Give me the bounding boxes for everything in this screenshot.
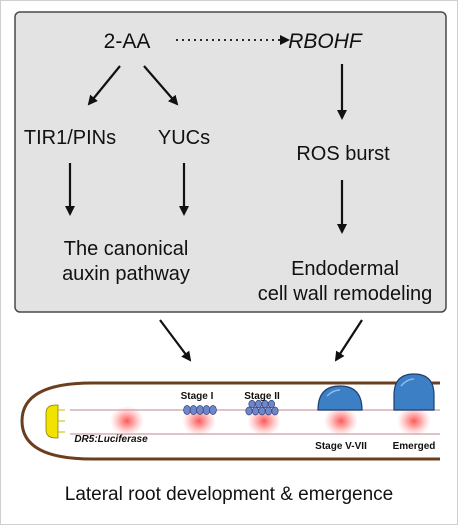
arrow-to-left-branch [87,65,121,106]
root-tip [45,404,59,439]
stage-v-vii-label: Stage V-VII [315,441,367,452]
remodel-label-line1: Endodermal [291,258,399,280]
root-outline [20,381,440,461]
gene-label: RBOHF [288,30,363,53]
signal-spot-4 [324,406,358,436]
source-label: 2-AA [104,30,151,53]
left-branch-label: TIR1/PINs [24,127,116,149]
ros-label: ROS burst [296,143,390,165]
emerged-label: Emerged [393,441,436,452]
stage-i-primordium [183,405,217,415]
signal-spot-1 [110,406,144,436]
arrow-to-right-branch [143,65,179,106]
right-branch-label: YUCs [158,127,210,149]
pathway-box [14,11,447,313]
arrow-auxin-to-root [159,319,192,362]
stage-v-vii-primordium [317,385,363,411]
root-illustration [20,373,440,461]
figure-caption: Lateral root development & emergence [64,484,394,505]
stage-ii-primordium [245,400,279,416]
arrow-remodel-to-root [334,319,363,362]
remodel-label-line2: cell wall remodeling [258,283,433,305]
stage-i-label: Stage I [181,391,214,402]
stage-ii-label: Stage II [244,391,280,402]
auxin-label-line1: The canonical [64,238,189,260]
signal-spot-5 [397,406,431,436]
reporter-label: DR5:Luciferase [74,434,148,445]
auxin-label-line2: auxin pathway [62,263,190,285]
